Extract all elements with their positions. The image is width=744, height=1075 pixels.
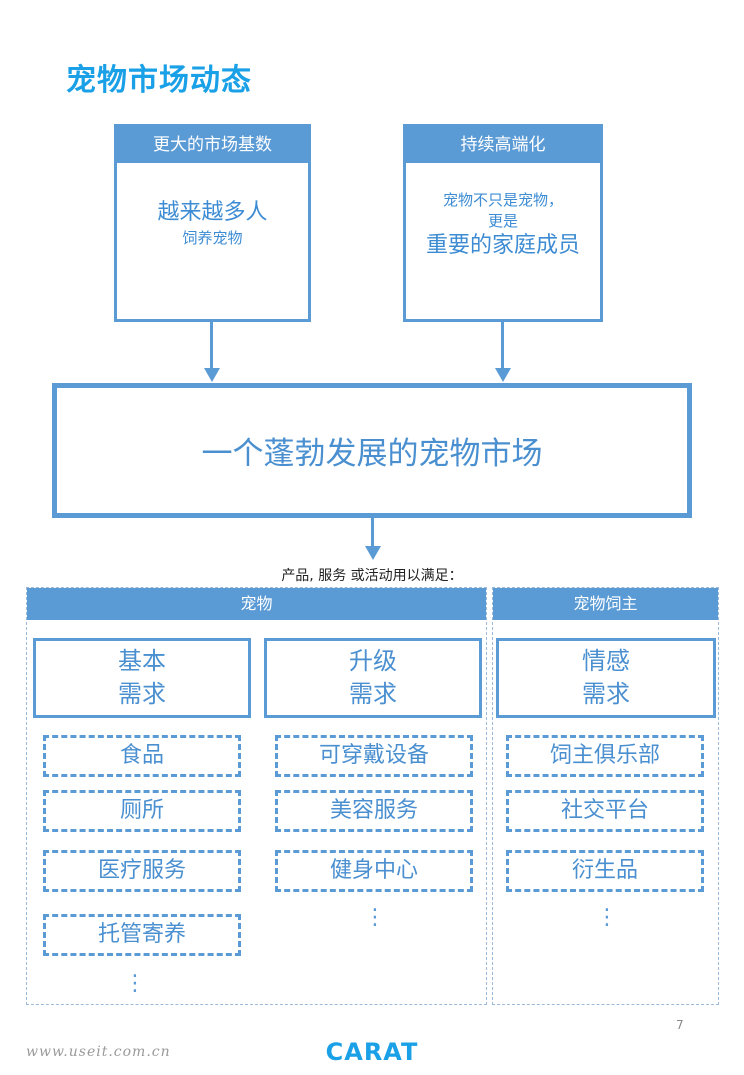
upgrade-item: 美容服务 (275, 790, 473, 832)
owner-item: 社交平台 (506, 790, 704, 832)
emotional-needs-box: 情感 需求 (496, 638, 716, 718)
basic-needs-box: 基本 需求 (33, 638, 251, 718)
emotional-needs-line1: 情感 (582, 647, 630, 675)
market-base-body: 越来越多人 饲养宠物 (117, 163, 308, 249)
market-base-line1: 越来越多人 (157, 200, 268, 225)
arrow-down-head (365, 546, 381, 560)
market-base-header: 更大的市场基数 (117, 127, 308, 163)
premiumization-line2: 更是 (487, 212, 518, 230)
page-number: 7 (676, 1018, 684, 1032)
basic-item: 食品 (43, 735, 241, 777)
basic-needs-line1: 基本 (118, 647, 166, 675)
premiumization-header: 持续高端化 (406, 127, 600, 163)
arrow-left-line (210, 322, 213, 370)
upgrade-needs-line1: 升级 (349, 647, 397, 675)
owner-section-header: 宠物饲主 (493, 588, 718, 620)
basic-item: 托管寄养 (43, 914, 241, 956)
upgrade-more-ellipsis: ⋮ (364, 905, 386, 930)
basic-more-ellipsis: ⋮ (124, 971, 146, 996)
arrow-right-head (495, 368, 511, 382)
emotional-needs-line2: 需求 (582, 680, 630, 708)
premiumization-box: 持续高端化 宠物不只是宠物， 更是 重要的家庭成员 (403, 124, 603, 322)
page-title: 宠物市场动态 (66, 63, 252, 98)
basic-needs-line2: 需求 (118, 680, 166, 708)
arrow-left-head (204, 368, 220, 382)
owner-item: 衍生品 (506, 850, 704, 892)
premiumization-body: 宠物不只是宠物， 更是 重要的家庭成员 (406, 163, 600, 261)
brand-logo: CARAT (325, 1038, 419, 1066)
caption: 产品, 服务 或活动用以满足： (281, 568, 463, 584)
basic-item: 厕所 (43, 790, 241, 832)
upgrade-needs-box: 升级 需求 (264, 638, 482, 718)
watermark: www.useit.com.cn (26, 1044, 171, 1060)
market-base-box: 更大的市场基数 越来越多人 饲养宠物 (114, 124, 311, 322)
premiumization-line3: 重要的家庭成员 (425, 233, 580, 258)
upgrade-item: 可穿戴设备 (275, 735, 473, 777)
market-base-line2: 饲养宠物 (182, 229, 243, 247)
owner-item: 饲主俱乐部 (506, 735, 704, 777)
pet-section-header: 宠物 (27, 588, 486, 620)
owner-section: 宠物饲主 (492, 587, 719, 1005)
market-box: 一个蓬勃发展的宠物市场 (52, 383, 692, 518)
upgrade-needs-line2: 需求 (349, 680, 397, 708)
owner-more-ellipsis: ⋮ (596, 905, 618, 930)
basic-item: 医疗服务 (43, 850, 241, 892)
pet-section: 宠物 (26, 587, 487, 1005)
arrow-down-line (371, 518, 374, 548)
arrow-right-line (501, 322, 504, 370)
premiumization-line1: 宠物不只是宠物， (442, 191, 563, 209)
upgrade-item: 健身中心 (275, 850, 473, 892)
